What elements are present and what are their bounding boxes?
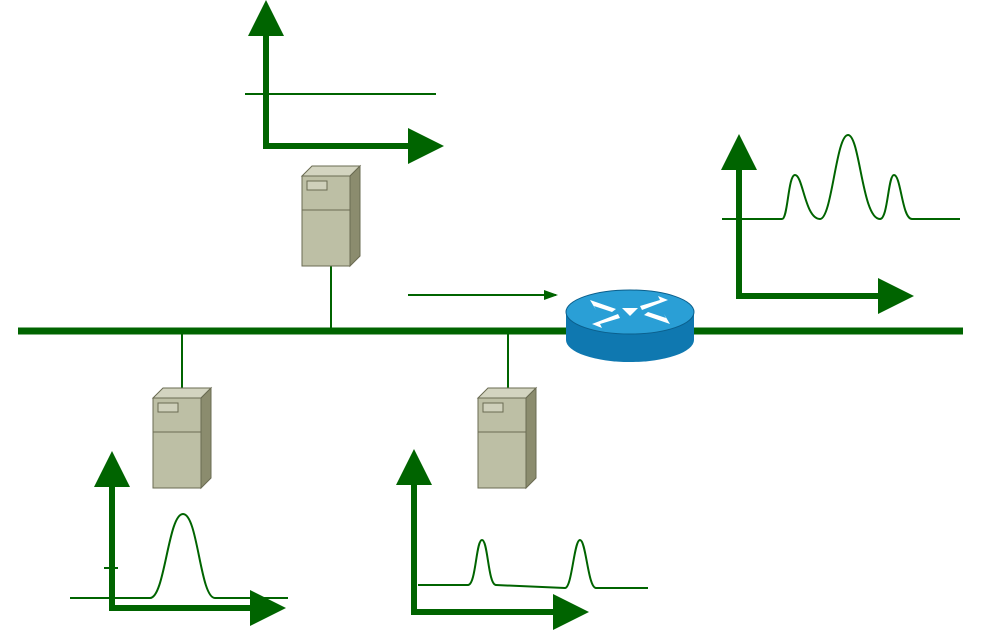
- graph-bottom-left-server: [70, 451, 288, 626]
- graph-curve: [722, 133, 960, 221]
- server-tower-icon: [151, 386, 213, 490]
- server-tower-icon: [476, 386, 538, 490]
- graph-top-server: [245, 0, 444, 164]
- graph-router: [721, 133, 960, 314]
- graph-curve: [418, 538, 648, 590]
- graph-bottom-middle-server: [396, 449, 648, 630]
- router-icon: [565, 289, 695, 362]
- graph-curve: [70, 512, 288, 599]
- server-tower-icon: [300, 164, 362, 268]
